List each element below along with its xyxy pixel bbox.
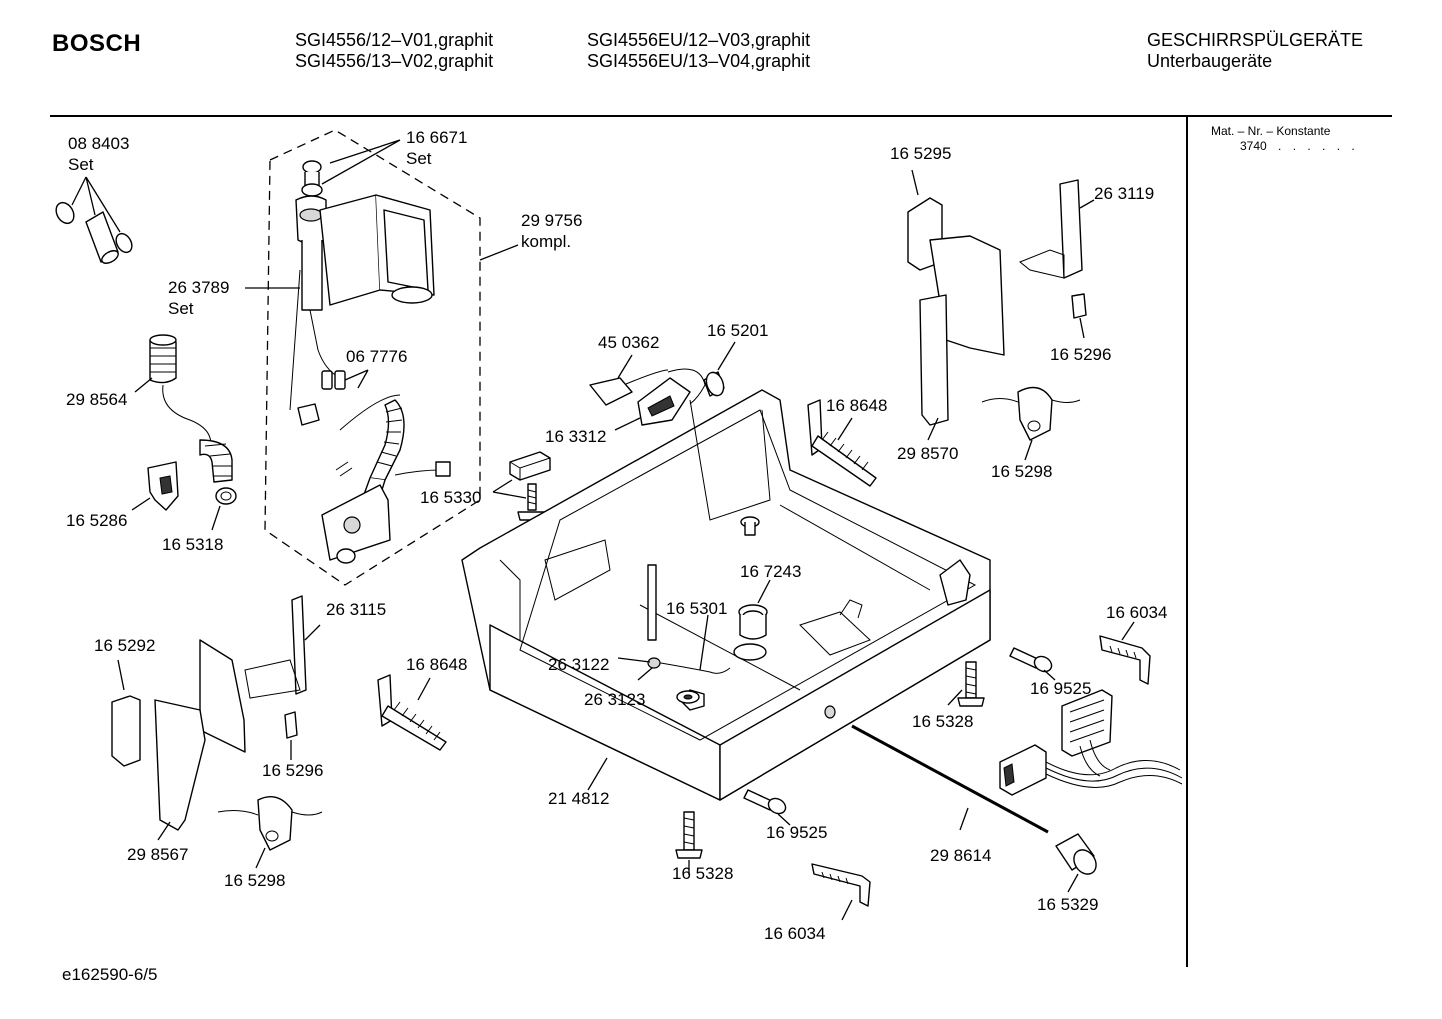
cable-harness-drawing xyxy=(999,689,1183,796)
heater-connector-drawing xyxy=(589,368,725,426)
part-label-168648-a: 16 8648 xyxy=(826,396,887,415)
hinge-bracket-right-drawing xyxy=(907,179,1087,441)
hinge-bracket-left-drawing xyxy=(111,595,323,851)
part-label-299756: 29 9756 xyxy=(521,211,582,230)
part-label-298564: 29 8564 xyxy=(66,390,127,409)
side-panel-heading: Mat. – Nr. – Konstante xyxy=(1211,124,1331,138)
part-label-165295: 16 5295 xyxy=(890,144,951,163)
cap-drawing xyxy=(1055,833,1097,875)
part-label-166034-a: 16 6034 xyxy=(1106,603,1167,622)
part-note-263789: Set xyxy=(168,299,194,318)
category-subtitle: Unterbaugeräte xyxy=(1147,51,1273,71)
connector-strip-front-drawing xyxy=(811,863,871,907)
side-panel-divider xyxy=(1186,117,1188,967)
part-label-169525-b: 16 9525 xyxy=(766,823,827,842)
inlet-valve-drawing xyxy=(289,160,435,426)
part-label-166671: 16 6671 xyxy=(406,128,467,147)
model-line: SGI4556EU/13–V04,graphit xyxy=(587,51,811,71)
screw-169525-front-drawing xyxy=(743,789,787,815)
category-title: GESCHIRRSPÜLGERÄTE xyxy=(1147,30,1364,50)
part-label-450362: 45 0362 xyxy=(598,333,659,352)
part-label-165329: 16 5329 xyxy=(1037,895,1098,914)
part-label-167243: 16 7243 xyxy=(740,562,801,581)
part-note-166671: Set xyxy=(406,149,432,168)
part-label-263122: 26 3122 xyxy=(548,655,609,674)
part-label-263123: 26 3123 xyxy=(584,690,645,709)
part-label-165328-a: 16 5328 xyxy=(912,712,973,731)
float-switch-drawing xyxy=(509,451,551,521)
hinge-spring-left-drawing xyxy=(377,674,447,751)
part-label-298570: 29 8570 xyxy=(897,444,958,463)
rod-drawing xyxy=(851,724,1049,834)
part-label-165296-b: 16 5296 xyxy=(262,761,323,780)
hinge-spring-right-drawing xyxy=(807,399,877,487)
sump-seal-drawing xyxy=(738,604,768,640)
part-label-298614: 29 8614 xyxy=(930,846,991,865)
side-panel-row: 3740 . . . . . . xyxy=(1211,139,1359,154)
part-note-299756: kompl. xyxy=(521,232,571,251)
header-rule xyxy=(50,115,1392,117)
part-label-298567: 29 8567 xyxy=(127,845,188,864)
foot-screw-front-drawing xyxy=(675,811,703,859)
hose-clamp-set-drawing xyxy=(55,201,133,264)
part-label-165328-b: 16 5328 xyxy=(672,864,733,883)
connector-strip-right-drawing xyxy=(1099,635,1151,685)
part-label-263115: 26 3115 xyxy=(326,600,386,619)
brand-logo: BOSCH xyxy=(52,30,142,57)
air-break-hose-drawing xyxy=(321,394,451,564)
side-panel: Mat. – Nr. – Konstante 3740 . . . . . . xyxy=(1211,124,1359,154)
part-label-169525-a: 16 9525 xyxy=(1030,679,1091,698)
part-label-067776: 06 7776 xyxy=(346,347,407,366)
part-label-165318: 16 5318 xyxy=(162,535,223,554)
part-label-165201: 16 5201 xyxy=(707,321,768,340)
drain-hose-drawing xyxy=(147,334,237,511)
part-label-088403: 08 8403 xyxy=(68,134,129,153)
part-label-165296-a: 16 5296 xyxy=(1050,345,1111,364)
screw-169525-right-drawing xyxy=(1009,647,1053,673)
base-tub-drawing xyxy=(461,389,991,801)
model-line: SGI4556EU/12–V03,graphit xyxy=(587,30,811,50)
side-panel-value: 3740 xyxy=(1240,139,1267,153)
category-block: GESCHIRRSPÜLGERÄTE Unterbaugeräte xyxy=(1147,30,1363,72)
model-list-2: SGI4556EU/12–V03,graphit SGI4556EU/13–V0… xyxy=(587,30,810,72)
side-panel-dots: . . . . . . xyxy=(1278,139,1359,153)
model-line: SGI4556/12–V01,graphit xyxy=(295,30,494,50)
part-label-165286: 16 5286 xyxy=(66,511,127,530)
part-label-214812: 21 4812 xyxy=(548,789,609,808)
part-label-165292: 16 5292 xyxy=(94,636,155,655)
part-label-165298-b: 16 5298 xyxy=(224,871,285,890)
model-line: SGI4556/13–V02,graphit xyxy=(295,51,494,71)
part-label-166034-b: 16 6034 xyxy=(764,924,825,943)
part-label-263789: 26 3789 xyxy=(168,278,229,297)
part-label-165330: 16 5330 xyxy=(420,488,481,507)
part-label-165301: 16 5301 xyxy=(666,599,727,618)
part-label-165298-a: 16 5298 xyxy=(991,462,1052,481)
part-label-263119: 26 3119 xyxy=(1094,184,1154,203)
part-label-163312: 16 3312 xyxy=(545,427,606,446)
model-list-1: SGI4556/12–V01,graphit SGI4556/13–V02,gr… xyxy=(295,30,493,72)
temp-sensor-drawing xyxy=(647,657,731,704)
document-id: e162590-6/5 xyxy=(62,965,158,984)
foot-screw-right-drawing xyxy=(957,661,985,707)
part-note-088403: Set xyxy=(68,155,94,174)
part-label-168648-b: 16 8648 xyxy=(406,655,467,674)
